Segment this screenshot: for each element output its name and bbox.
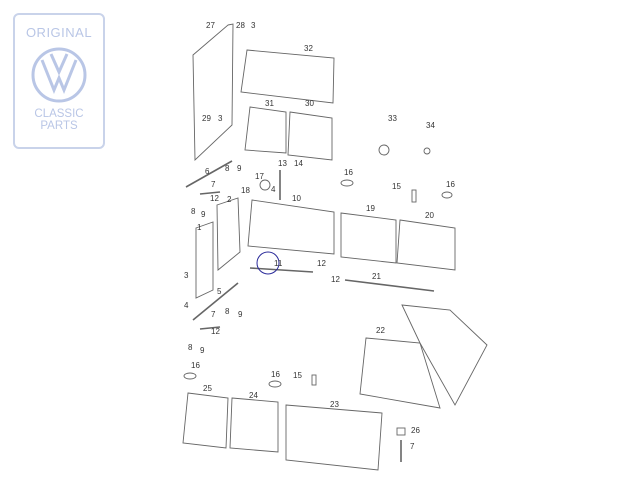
label[interactable]: 32 — [304, 44, 313, 53]
label[interactable]: 10 — [292, 194, 301, 203]
label[interactable]: 8 — [188, 343, 193, 352]
label[interactable]: 14 — [294, 159, 303, 168]
label[interactable]: 6 — [205, 167, 210, 176]
label[interactable]: 17 — [255, 172, 264, 181]
label[interactable]: 5 — [217, 287, 222, 296]
label[interactable]: 7 — [410, 442, 415, 451]
part-1-panel — [195, 221, 214, 299]
part-22-lid — [401, 304, 488, 406]
part-27-panel — [192, 23, 234, 162]
label[interactable]: 9 — [238, 310, 243, 319]
part-2-panel — [216, 197, 241, 271]
label[interactable]: 28 — [236, 21, 245, 30]
label[interactable]: 20 — [425, 211, 434, 220]
label[interactable]: 21 — [372, 272, 381, 281]
label[interactable]: 4 — [271, 185, 276, 194]
part-25-panel — [182, 392, 229, 449]
label[interactable]: 27 — [206, 21, 215, 30]
label[interactable]: 33 — [388, 114, 397, 123]
label[interactable]: 15 — [293, 371, 302, 380]
label[interactable]: 26 — [411, 426, 420, 435]
label[interactable]: 18 — [241, 186, 250, 195]
label[interactable]: 1 — [197, 223, 202, 232]
label[interactable]: 11 — [274, 259, 283, 268]
label[interactable]: 3 — [251, 21, 256, 30]
label[interactable]: 16 — [271, 370, 280, 379]
part-20-panel — [396, 219, 456, 271]
label[interactable]: 8 — [191, 207, 196, 216]
part-19-panel — [340, 212, 397, 264]
callout-labels: 27 28 3 32 31 30 29 3 33 34 6 8 9 13 14 … — [184, 21, 455, 451]
label[interactable]: 23 — [330, 400, 339, 409]
label[interactable]: 12 — [210, 194, 219, 203]
label[interactable]: 8 — [225, 164, 230, 173]
label[interactable]: 2 — [227, 195, 232, 204]
logo-top-text: ORIGINAL — [25, 25, 93, 40]
label[interactable]: 16 — [191, 361, 200, 370]
label[interactable]: 19 — [366, 204, 375, 213]
logo-bottom-text: CLASSIC PARTS — [34, 108, 84, 132]
label[interactable]: 9 — [200, 346, 205, 355]
label[interactable]: 29 — [202, 114, 211, 123]
label[interactable]: 8 — [225, 307, 230, 316]
part-31-panel — [244, 106, 287, 154]
label[interactable]: 3 — [184, 271, 189, 280]
label[interactable]: 12 — [317, 259, 326, 268]
label[interactable]: 9 — [201, 210, 206, 219]
label[interactable]: 24 — [249, 391, 258, 400]
part-24-panel — [229, 397, 279, 453]
label[interactable]: 7 — [211, 310, 216, 319]
label[interactable]: 12 — [331, 275, 340, 284]
part-30-panel — [287, 111, 333, 161]
label[interactable]: 16 — [344, 168, 353, 177]
part-22-panel — [359, 337, 441, 409]
label[interactable]: 30 — [305, 99, 314, 108]
label[interactable]: 3 — [218, 114, 223, 123]
label[interactable]: 15 — [392, 182, 401, 191]
vw-emblem-icon — [31, 47, 87, 103]
label[interactable]: 22 — [376, 326, 385, 335]
label[interactable]: 4 — [184, 301, 189, 310]
highlight-circle-part-11 — [256, 251, 280, 275]
label[interactable]: 25 — [203, 384, 212, 393]
diagram-parts — [182, 23, 488, 471]
original-classic-parts-logo: ORIGINAL CLASSIC PARTS — [13, 13, 105, 149]
label[interactable]: 31 — [265, 99, 274, 108]
label[interactable]: 9 — [237, 164, 242, 173]
label[interactable]: 34 — [426, 121, 435, 130]
label[interactable]: 13 — [278, 159, 287, 168]
part-10-panel — [247, 199, 335, 255]
part-23-panel — [285, 404, 383, 471]
part-32-panel — [240, 49, 335, 104]
label[interactable]: 12 — [211, 327, 220, 336]
label[interactable]: 16 — [446, 180, 455, 189]
label[interactable]: 7 — [211, 180, 216, 189]
